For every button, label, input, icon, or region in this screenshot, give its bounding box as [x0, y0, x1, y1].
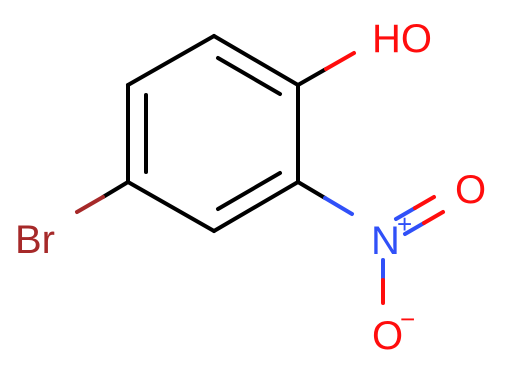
bond-c-oh-hetero: [324, 51, 356, 71]
ring-inner-bond-1: [216, 56, 282, 96]
bond-c-br: [101, 180, 130, 199]
ring-bond-c4-c5: [126, 180, 216, 233]
bromine-label: Br: [15, 218, 55, 262]
oxygen-double-label: O: [455, 168, 486, 212]
bond-c-n: [296, 180, 327, 200]
ring-bond-c6-c1: [126, 34, 216, 87]
bond-c-br-hetero: [75, 195, 105, 214]
oxygen-single-label: O: [372, 314, 403, 358]
oxygen-charge: −: [400, 304, 415, 334]
bond-n-o-double-b2: [422, 210, 445, 225]
ring-bond-c1-c2: [212, 34, 300, 87]
bond-c-n-hetero: [323, 196, 354, 216]
nitrogen-charge: +: [397, 209, 412, 239]
nitrogen-label: N: [371, 219, 400, 263]
bond-c-oh: [296, 67, 328, 87]
hydroxyl-label: HO: [372, 17, 432, 61]
bond-n-o-double-a2: [413, 195, 436, 210]
ring-inner-bond-2: [216, 171, 282, 211]
bond-n-o-double-b1: [403, 221, 426, 236]
bond-n-o-double-a1: [394, 206, 417, 221]
ring-bond-c3-c4: [212, 180, 300, 233]
